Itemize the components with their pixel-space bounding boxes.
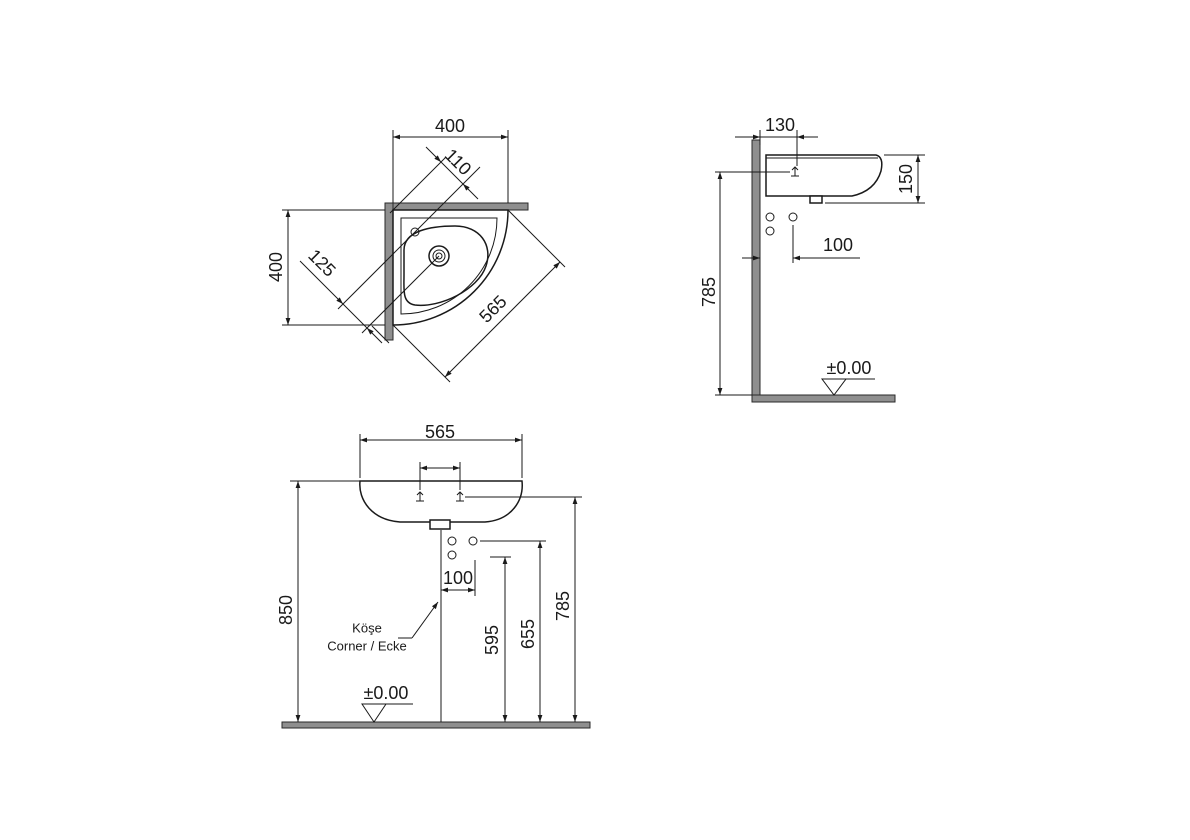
dim-label-rim-height: 850 xyxy=(276,595,296,625)
tap-marker xyxy=(416,491,424,502)
arrowhead xyxy=(572,715,578,722)
dim-label-basin-width: 565 xyxy=(425,422,455,442)
back-wall xyxy=(384,202,529,211)
waste-outlet xyxy=(429,519,451,530)
front-view-floor xyxy=(281,721,591,729)
arrowhead xyxy=(753,255,760,261)
arrowhead xyxy=(753,134,760,140)
arrowhead xyxy=(793,255,800,261)
waste-pipe xyxy=(788,212,798,222)
dim-label-tap-height: 785 xyxy=(553,591,573,621)
floor-level-label: ±0.00 xyxy=(364,683,409,703)
dimension-line-tap-to-drain xyxy=(342,303,368,329)
tap-marker xyxy=(456,491,464,502)
arrowhead xyxy=(445,370,452,377)
side-view: 130 150 100 785 ±0.00 xyxy=(699,115,925,403)
dim-label-pipe-height-upper: 655 xyxy=(518,619,538,649)
arrowhead xyxy=(502,557,508,564)
arrowhead xyxy=(797,134,804,140)
arrowhead xyxy=(360,437,367,443)
basin-front-outline xyxy=(359,480,523,523)
arrowhead xyxy=(572,497,578,504)
arrowhead xyxy=(295,715,301,722)
plan-view: 400 110 125 400 565 xyxy=(266,116,566,383)
arrowhead xyxy=(367,328,374,335)
supply-pipe xyxy=(447,550,457,560)
dim-label-pipe-spacing: 100 xyxy=(443,568,473,588)
arrowhead xyxy=(537,541,543,548)
drain-middle xyxy=(432,249,446,263)
leader-line xyxy=(411,601,439,639)
arrowhead xyxy=(717,172,723,179)
drain-outer xyxy=(428,245,450,267)
arrowhead xyxy=(515,437,522,443)
arrowhead xyxy=(502,715,508,722)
arrowhead xyxy=(453,465,460,471)
dimension-line-tap-to-drain xyxy=(299,260,344,305)
supply-pipe xyxy=(447,536,457,546)
front-view: 565 100 850 595 655 785 Köşe Corn xyxy=(276,422,591,729)
arrowhead xyxy=(468,587,475,593)
dimension-line-tap-distance xyxy=(440,161,464,185)
dimension-line-front-width xyxy=(444,261,561,378)
basin-side-profile xyxy=(765,154,883,197)
side-view-floor xyxy=(751,394,896,403)
basin-rim xyxy=(400,217,498,315)
dim-label-depth-left: 400 xyxy=(266,252,286,282)
arrowhead xyxy=(434,155,441,162)
floor-level-marker xyxy=(361,703,387,723)
arrowhead xyxy=(285,210,291,217)
arrowhead xyxy=(717,388,723,395)
supply-pipe xyxy=(765,226,775,236)
dim-label-width-top: 400 xyxy=(435,116,465,136)
waste-pipe xyxy=(468,536,478,546)
arrowhead xyxy=(537,715,543,722)
arrowhead xyxy=(431,602,438,610)
dim-label-pipe-from-wall: 100 xyxy=(823,235,853,255)
extension-line-tap xyxy=(337,166,481,310)
corner-label-tr: Köşe xyxy=(352,621,382,636)
tap-hole xyxy=(410,227,420,237)
tap-marker xyxy=(791,166,799,177)
dim-label-tap-from-wall: 130 xyxy=(765,115,795,135)
arrowhead xyxy=(393,134,400,140)
dim-label-front-width: 565 xyxy=(475,291,510,326)
side-view-wall xyxy=(751,139,761,403)
basin-outline xyxy=(392,209,509,326)
dim-label-tap-to-drain: 125 xyxy=(304,245,339,280)
dim-label-basin-height: 150 xyxy=(896,164,916,194)
dim-label-tap-distance: 110 xyxy=(441,145,475,179)
extension-line xyxy=(392,324,451,383)
arrowhead xyxy=(915,155,921,162)
arrowhead xyxy=(336,297,343,304)
arrowhead xyxy=(501,134,508,140)
extension-line-drain xyxy=(361,255,440,334)
arrowhead xyxy=(441,587,448,593)
drain-inner xyxy=(435,252,443,260)
supply-pipe xyxy=(765,212,775,222)
floor-level-marker xyxy=(821,378,847,396)
arrowhead xyxy=(420,465,427,471)
arrowhead xyxy=(915,196,921,203)
waste-outlet xyxy=(809,195,823,204)
floor-level-label: ±0.00 xyxy=(827,358,872,378)
extension-line-corner xyxy=(389,156,447,214)
arrowhead xyxy=(285,318,291,325)
arrowhead xyxy=(463,184,470,191)
side-wall xyxy=(384,202,394,341)
arrowhead xyxy=(553,262,560,269)
wall-break-line xyxy=(371,325,390,344)
dim-label-rim-height: 785 xyxy=(699,277,719,307)
corner-label-en-de: Corner / Ecke xyxy=(327,639,406,654)
extension-line xyxy=(507,209,566,268)
dim-label-pipe-height-lower: 595 xyxy=(482,625,502,655)
basin-bowl xyxy=(403,225,489,307)
arrowhead xyxy=(295,481,301,488)
